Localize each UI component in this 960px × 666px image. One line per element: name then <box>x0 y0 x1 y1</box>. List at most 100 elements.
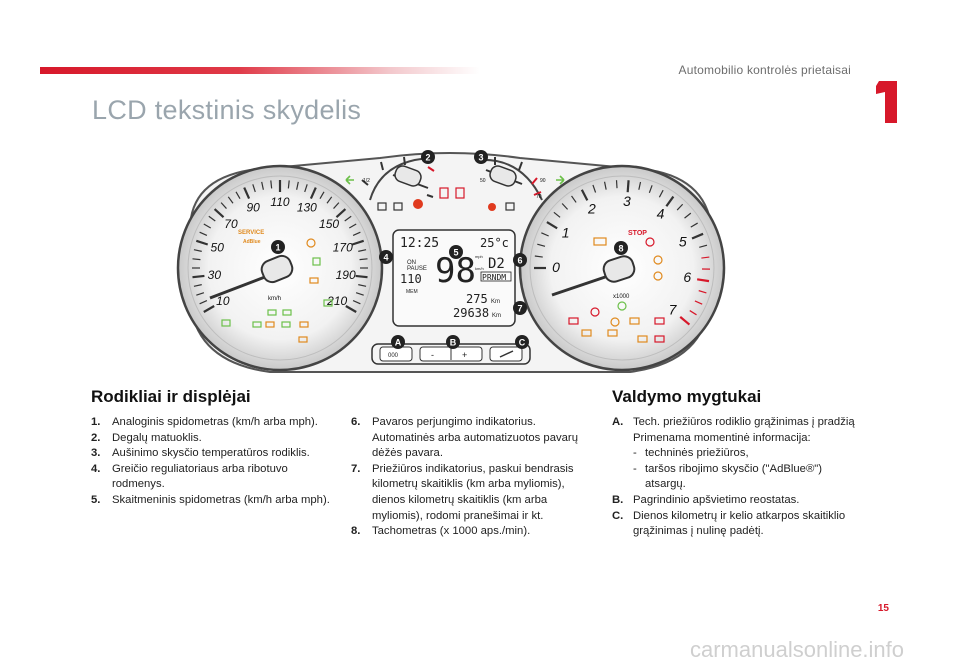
callout-2: 2 <box>425 153 430 163</box>
temperature-gauge: 50 90 70 <box>479 157 565 211</box>
dial-tick <box>335 208 347 218</box>
svg-text:-: - <box>431 350 434 360</box>
dial-tick <box>571 195 577 203</box>
dial-tick <box>192 274 205 279</box>
dial-number: 0 <box>552 259 560 275</box>
dial-tick <box>690 222 698 228</box>
dial-number: 90 <box>246 201 260 215</box>
list-item: 6.Pavaros perjungimo indikatorius. Autom… <box>351 416 578 460</box>
list-subitem: -taršos ribojimo skysčio ("AdBlue®") ats… <box>633 462 823 491</box>
temp-max-label: 70 <box>536 194 542 200</box>
dial-tick <box>698 290 707 294</box>
dial-tick <box>603 181 607 190</box>
dial-tick <box>208 215 216 222</box>
watermark: carmanualsonline.info <box>690 637 905 662</box>
dial-tick <box>261 181 264 190</box>
dial-tick <box>537 243 546 247</box>
callout-c: C <box>519 338 526 348</box>
lcd-mph: mph <box>475 254 483 259</box>
lcd-temperature: 25°c <box>480 236 509 250</box>
dial-number: 30 <box>208 268 222 282</box>
dial-number: 10 <box>216 294 230 308</box>
dial-tick <box>546 221 558 230</box>
callout-3: 3 <box>478 153 483 163</box>
dial-number: 50 <box>211 241 225 255</box>
dial-tick <box>355 274 368 279</box>
callout-1: 1 <box>275 243 280 253</box>
list-item: 2.Degalų matuoklis. <box>91 431 202 444</box>
temp-low-label: 50 <box>480 178 486 184</box>
callout-markers: 1 2 3 4 5 6 7 8 A B C <box>271 150 628 349</box>
callout-5: 5 <box>453 248 458 258</box>
dial-number: 150 <box>319 217 339 231</box>
middle-section-list: 6.Pavaros perjungimo indikatorius. Autom… <box>351 415 591 540</box>
tachometer-needle <box>551 255 636 297</box>
callout-a: A <box>395 338 402 348</box>
dial-tick <box>352 231 361 237</box>
dial-tick <box>203 223 212 229</box>
dial-tick <box>689 310 697 316</box>
dial-number: 5 <box>679 233 687 249</box>
list-item: C.Dienos kilometrų ir kelio atkarpos ska… <box>612 509 846 538</box>
lcd-mem: MEM <box>406 289 418 295</box>
dial-tick <box>358 284 367 287</box>
page-title: LCD tekstinis skydelis <box>92 95 362 125</box>
dial-tick <box>220 202 227 209</box>
dial-tick <box>626 180 630 193</box>
lcd-kmh: km/h <box>475 266 484 271</box>
dial-tick <box>345 305 357 313</box>
dial-tick <box>243 187 251 200</box>
list-item: 5.Skaitmeninis spidometras (km/h arba mp… <box>91 493 330 506</box>
dial-tick <box>252 184 256 193</box>
list-item: 1.Analoginis spidometras (km/h arba mph)… <box>91 416 318 428</box>
section-title: Automobilio kontrolės prietaisai <box>678 63 851 77</box>
right-section-title: Valdymo mygtukai <box>612 387 762 406</box>
dial-tick <box>296 181 299 190</box>
dial-tick <box>287 180 290 189</box>
lcd-odometer: 29638 <box>453 306 489 320</box>
list-item: B.Pagrindinio apšvietimo reostatas. <box>612 493 800 506</box>
dial-tick <box>676 203 684 211</box>
dial-number: 130 <box>297 201 317 215</box>
dial-tick <box>359 258 368 261</box>
list-item: A.Tech. priežiūros rodiklio grąžinimas į… <box>612 416 855 428</box>
dial-tick <box>213 208 225 218</box>
dial-tick <box>355 292 364 296</box>
dial-tick <box>694 300 703 305</box>
dial-number: 70 <box>224 217 238 231</box>
speedo-warning-icons <box>221 238 333 343</box>
lcd-set-speed: 110 <box>400 272 422 286</box>
lcd-gear-strip: PRNDM <box>482 273 506 282</box>
svg-text:000: 000 <box>388 353 399 359</box>
dial-tick <box>235 191 241 200</box>
dial-tick <box>193 284 202 287</box>
dial-tick <box>199 299 208 305</box>
dial-tick <box>196 292 205 296</box>
dial-tick <box>227 196 234 204</box>
dial-tick <box>541 232 549 237</box>
adblue-warning: AdBlue <box>243 239 261 245</box>
dial-tick <box>344 215 352 222</box>
chapter-number <box>876 81 897 123</box>
dial-tick <box>348 223 357 229</box>
left-section-list: 1.Analoginis spidometras (km/h arba mph)… <box>91 415 336 509</box>
dial-tick <box>665 195 675 207</box>
dial-tick <box>534 255 543 258</box>
lcd-on: ON <box>407 260 416 266</box>
dial-tick <box>553 211 561 218</box>
dial-tick <box>701 256 710 259</box>
dial-number: 2 <box>587 200 596 216</box>
header-accent-bar <box>40 67 480 74</box>
dial-tick <box>358 249 367 252</box>
dial-tick <box>199 231 208 237</box>
dial-tick <box>351 239 365 246</box>
left-section-title: Rodikliai ir displėjai <box>91 387 251 406</box>
dial-tick <box>580 189 589 201</box>
dial-number: 1 <box>562 225 570 241</box>
page-number: 15 <box>877 603 889 614</box>
list-subitem: -techninės priežiūros, <box>633 447 749 460</box>
dial-tick <box>195 239 209 246</box>
service-warning: SERVICE <box>238 230 264 236</box>
lcd-pause: PAUSE <box>407 266 427 272</box>
